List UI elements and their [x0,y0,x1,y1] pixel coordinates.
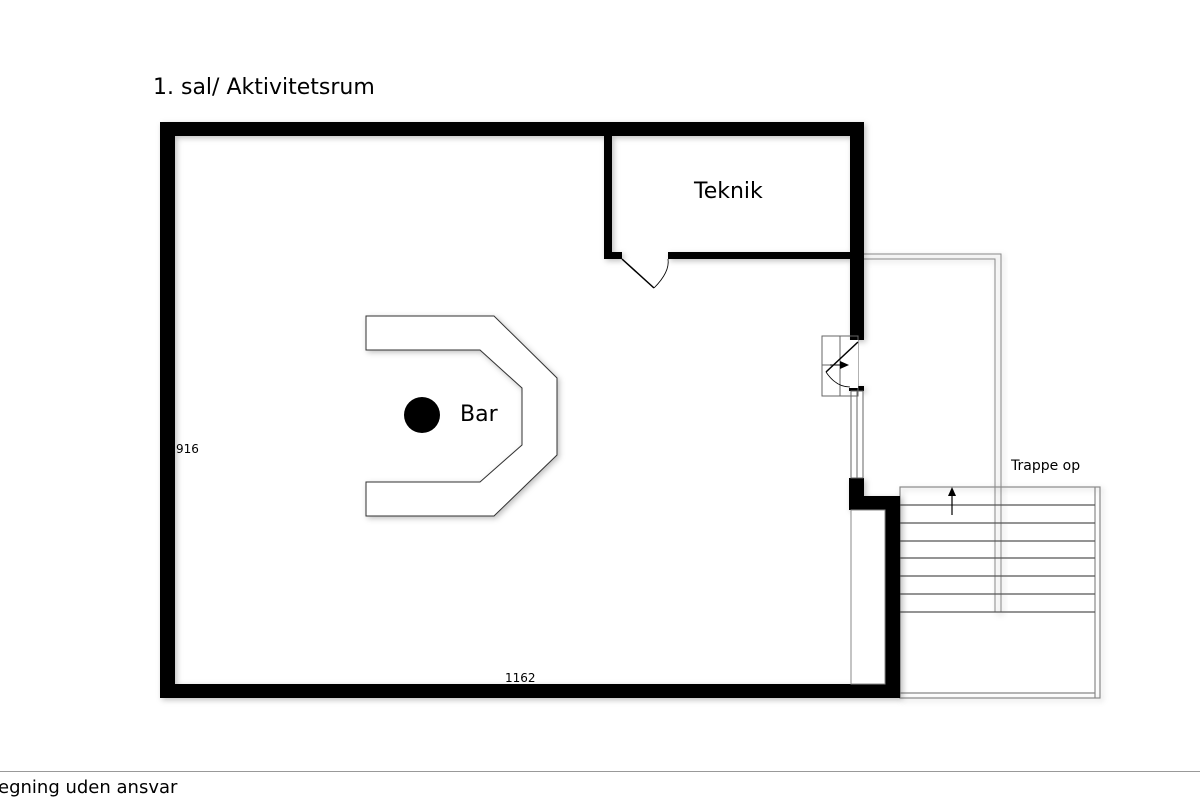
teknik-door[interactable] [621,258,669,289]
entrance-arrow-icon [830,361,849,369]
bar-column [404,397,440,433]
disclaimer-text: egning uden ansvar [0,777,178,798]
floor-plan-title: 1. sal/ Aktivitetsrum [153,75,375,100]
footer-divider [0,771,1200,772]
entrance-door[interactable] [821,335,859,397]
walls [160,122,900,698]
window [850,390,864,479]
room-label-bar: Bar [460,402,499,427]
bar-counter [365,315,558,517]
wall-niche [850,509,886,685]
staircase [899,486,1101,699]
dimension-width: 1162 [505,671,536,685]
dimension-height: 916 [176,442,199,456]
stair-direction-arrow-icon [948,487,956,515]
stairs-label: Trappe op [1010,458,1080,474]
room-label-teknik: Teknik [693,179,763,204]
